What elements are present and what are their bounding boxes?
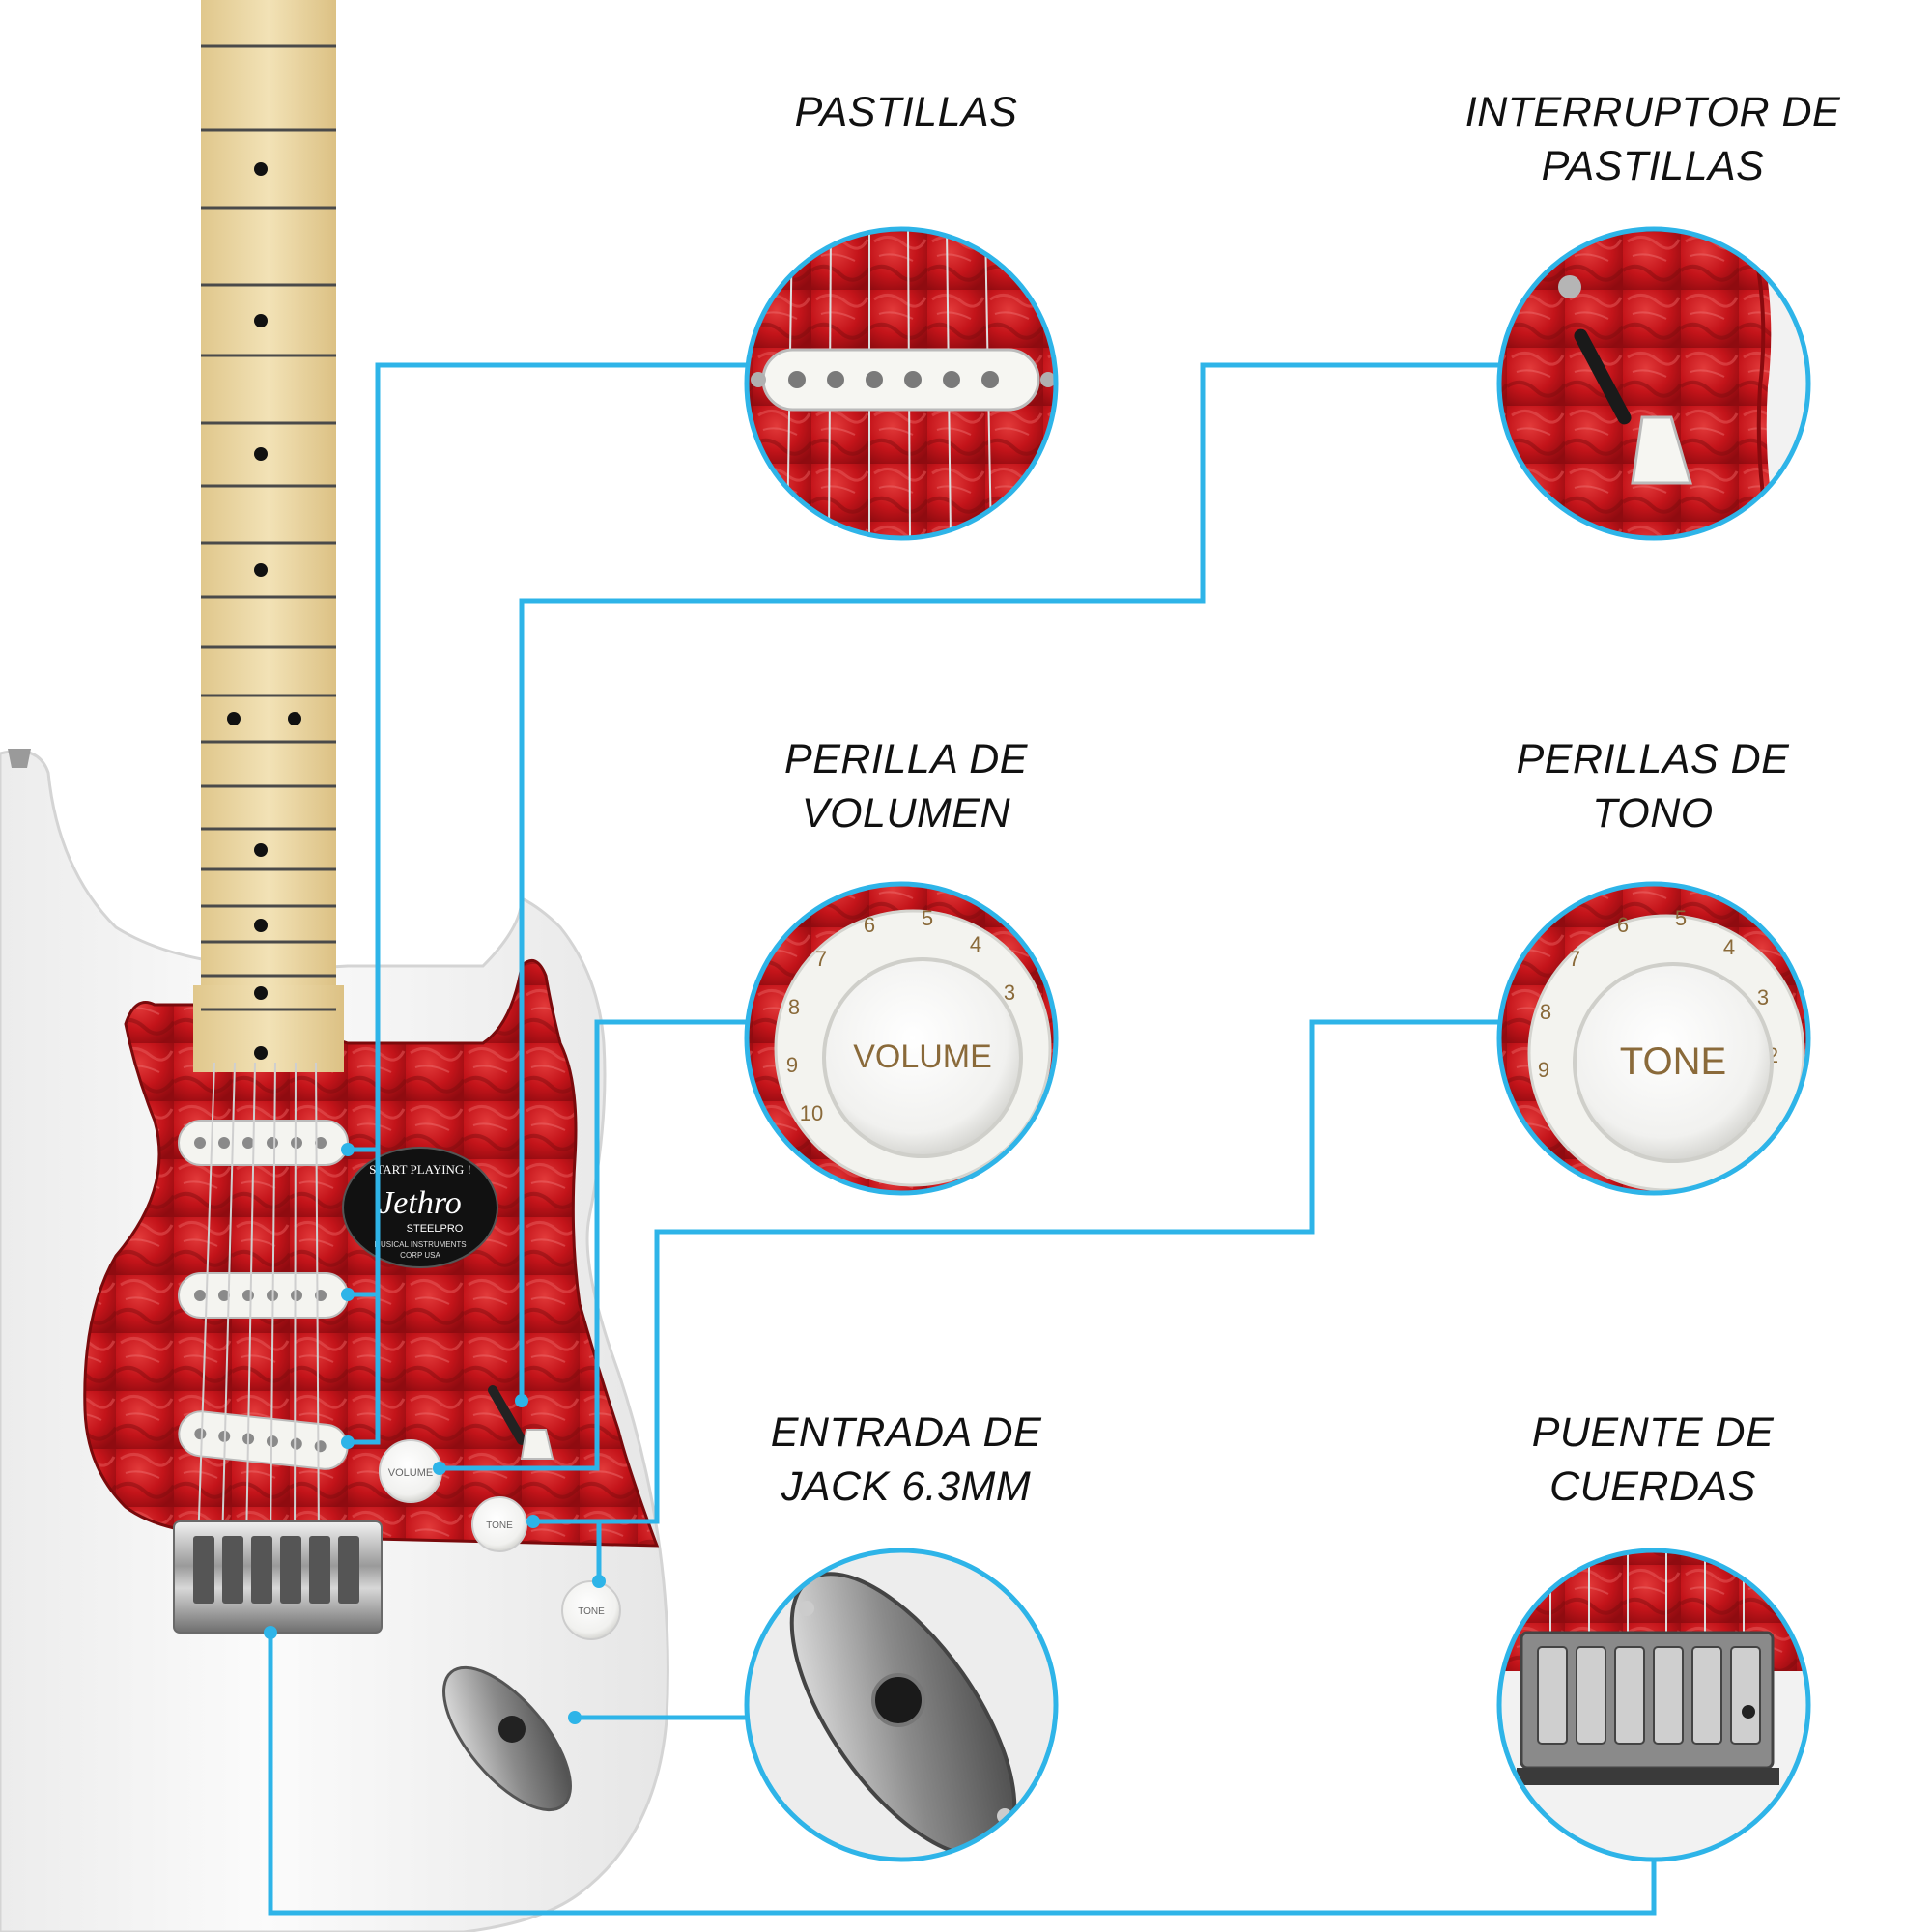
brand-badge: START PLAYING ! Jethro STEELPRO MUSICAL … [342, 1147, 498, 1268]
label-pickups: PASTILLAS [794, 89, 1018, 135]
callout-line-pickups [348, 362, 747, 1445]
label-tone-knobs: PERILLAS DE TONO [1516, 736, 1790, 837]
pickup-selector-switch [488, 1385, 554, 1460]
detail-pickups [744, 226, 1059, 541]
tone-knob-small-2: TONE [561, 1580, 621, 1640]
svg-text:4: 4 [1723, 935, 1735, 959]
tremolo-bridge [173, 1520, 383, 1634]
guitar-neck [201, 0, 336, 1067]
badge-sub-text: STEELPRO [407, 1223, 464, 1235]
frets [201, 44, 336, 1011]
svg-text:TONE: TONE [578, 1606, 605, 1617]
svg-text:4: 4 [970, 932, 981, 956]
tone-knob-small-1: TONE [471, 1496, 527, 1552]
svg-text:9: 9 [1538, 1058, 1549, 1082]
svg-text:10: 10 [800, 1101, 823, 1125]
callout-line-switch [519, 362, 1499, 1401]
callout-lines [268, 362, 1657, 1916]
svg-text:3: 3 [1004, 980, 1015, 1005]
label-volume-knob: PERILLA DE VOLUMEN [784, 736, 1028, 837]
volume-knob-text: VOLUME [853, 1038, 992, 1075]
svg-text:5: 5 [1675, 906, 1687, 930]
svg-text:7: 7 [815, 947, 827, 971]
bridge-pickup [178, 1410, 349, 1470]
svg-text:VOLUME: VOLUME [388, 1467, 433, 1479]
detail-jack-input [744, 1548, 1059, 1862]
svg-text:7: 7 [1569, 947, 1580, 971]
strings [197, 1062, 320, 1547]
detail-string-bridge [1496, 1548, 1811, 1862]
jack-plate [442, 1665, 572, 1812]
callout-line-tone [533, 1019, 1499, 1524]
detail-tone-knobs: 654 378 29 TONE [1496, 881, 1811, 1196]
svg-text:3: 3 [1757, 985, 1769, 1009]
fret-markers [227, 162, 301, 1060]
svg-text:8: 8 [788, 995, 800, 1019]
svg-text:6: 6 [864, 913, 875, 937]
tone-knob-text: TONE [1620, 1040, 1726, 1083]
svg-text:8: 8 [1540, 1000, 1551, 1024]
badge-brand-text: Jethro [379, 1185, 462, 1221]
volume-knob-small: VOLUME [379, 1439, 442, 1503]
callout-dots [264, 1143, 606, 1724]
callout-line-volume [440, 1019, 747, 1471]
guitar: START PLAYING ! Jethro STEELPRO MUSICAL … [0, 0, 669, 1932]
label-pickup-switch: INTERRUPTOR DE PASTILLAS [1464, 89, 1841, 189]
badge-line2-text: CORP USA [400, 1251, 440, 1260]
callout-line-bridge [268, 1633, 1657, 1916]
detail-volume-knob: 6 5 4 3 78 910 VOLUME [744, 881, 1059, 1196]
middle-pickup [178, 1272, 349, 1319]
label-string-bridge: PUENTE DE CUERDAS [1531, 1409, 1775, 1510]
label-jack-input: ENTRADA DE JACK 6.3MM [770, 1409, 1042, 1510]
svg-text:5: 5 [922, 906, 933, 930]
strap-button [8, 749, 31, 768]
detail-pickup-switch [1496, 226, 1811, 541]
svg-text:6: 6 [1617, 913, 1629, 937]
badge-line1-text: MUSICAL INSTRUMENTS [374, 1240, 466, 1249]
svg-text:9: 9 [786, 1053, 798, 1077]
svg-text:TONE: TONE [486, 1520, 513, 1531]
badge-top-text: START PLAYING ! [369, 1162, 471, 1177]
neck-pickup [178, 1120, 349, 1166]
